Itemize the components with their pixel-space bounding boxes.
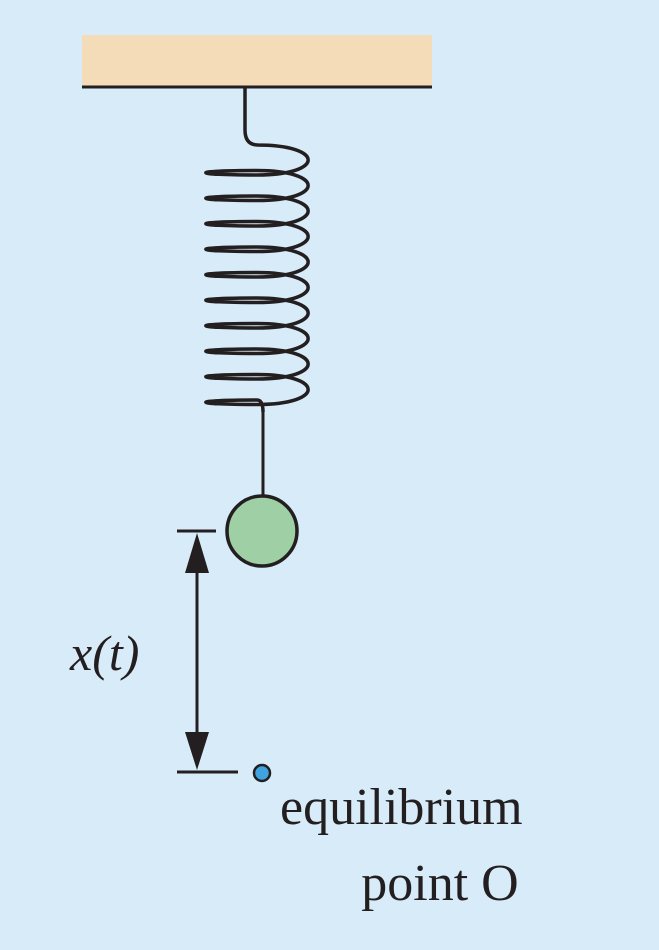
spring-coil: [204, 87, 310, 413]
spring: [204, 87, 310, 413]
arrow-head-down: [185, 732, 209, 770]
mass: [225, 494, 299, 568]
ceiling: [82, 35, 432, 87]
displacement-label: x(t): [69, 625, 139, 681]
equilibrium-point: [252, 763, 272, 783]
equilibrium-label-line2: point O: [361, 855, 518, 912]
equilibrium-label-line1: equilibrium: [280, 779, 523, 836]
arrow-head-up: [185, 533, 209, 573]
